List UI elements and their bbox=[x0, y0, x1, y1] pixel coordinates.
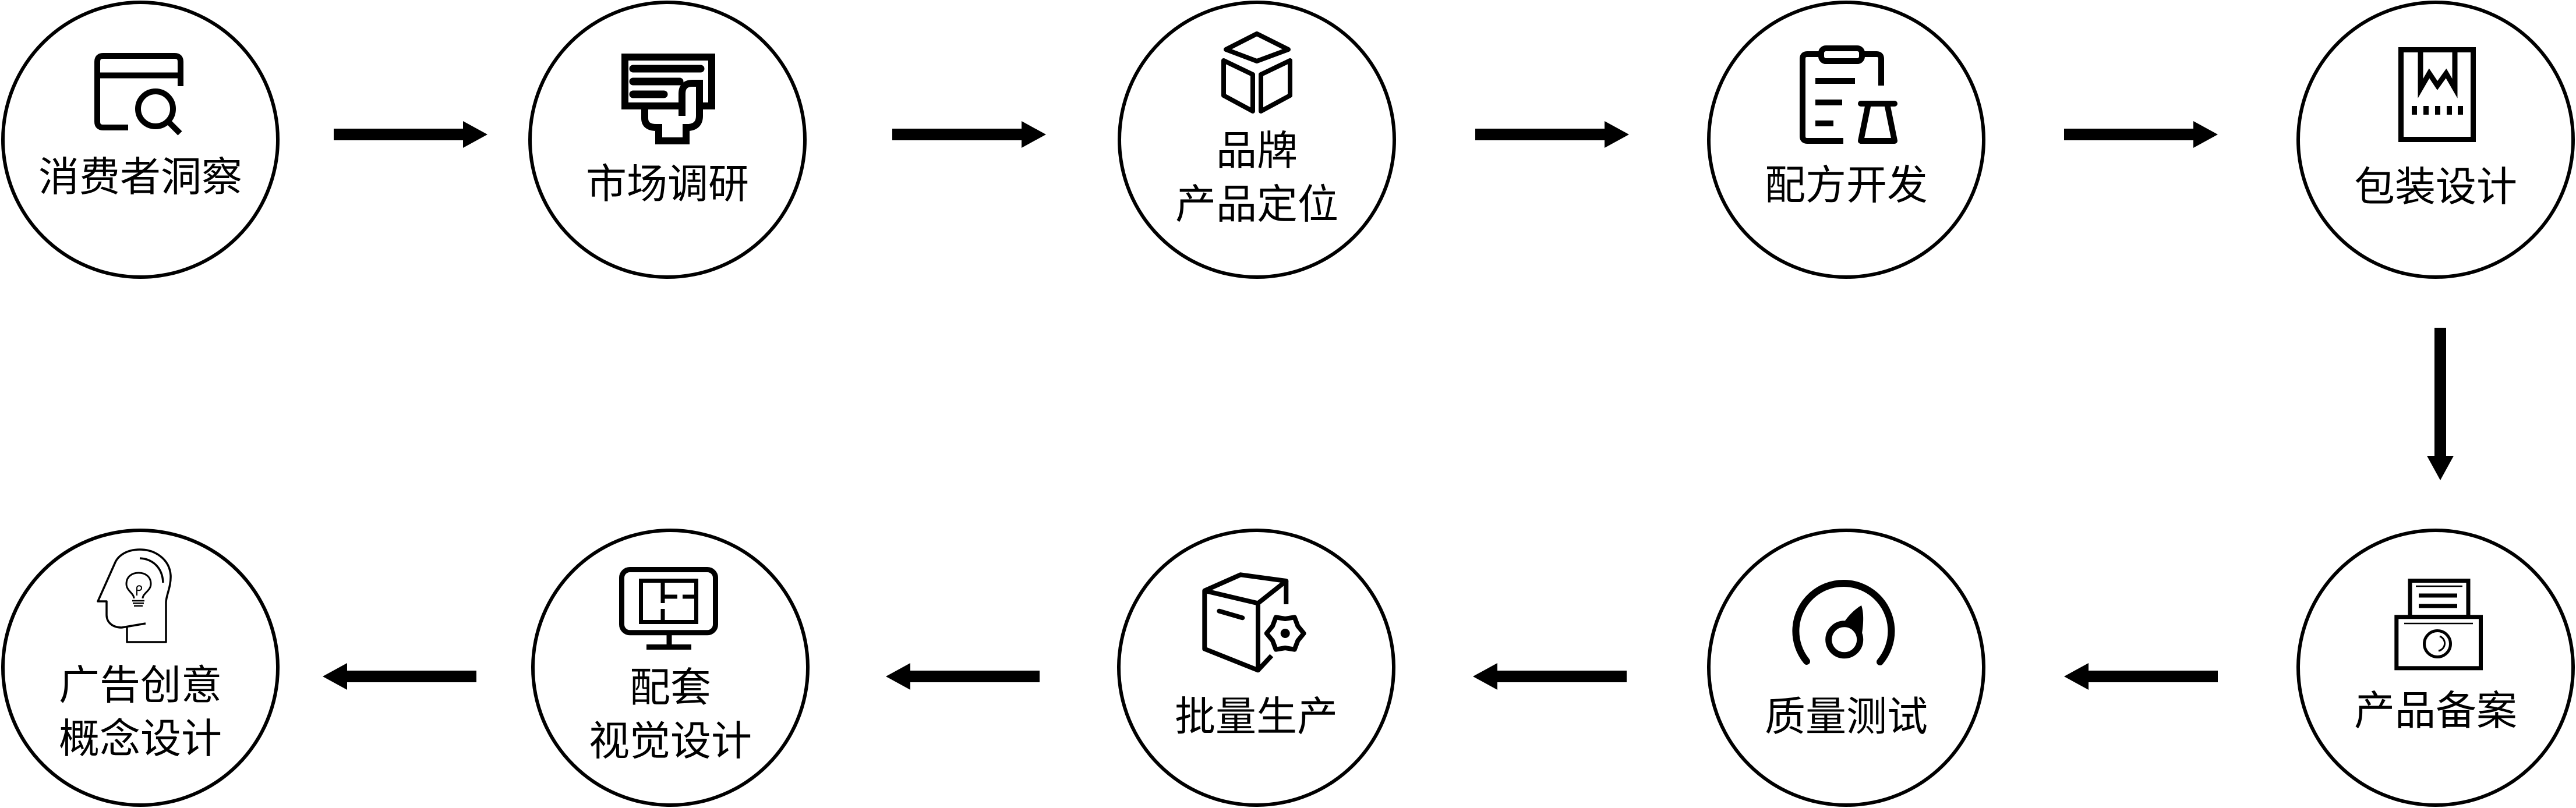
step-label: 包装设计 bbox=[2296, 160, 2575, 214]
step-label-line: 配方开发 bbox=[1765, 161, 1928, 209]
step-label-line: 消费者洞察 bbox=[38, 153, 242, 201]
step-brand-positioning: 品牌 产品定位 bbox=[1118, 1, 1396, 279]
filing-printer-icon bbox=[2394, 579, 2483, 671]
step-label: 配套 视觉设计 bbox=[531, 661, 810, 768]
arrow-left-icon bbox=[1473, 663, 1627, 690]
arrow-down-icon bbox=[2427, 328, 2454, 480]
step-label-line: 质量测试 bbox=[1765, 693, 1928, 740]
step-ad-creative-concept: 广告创意 概念设计 bbox=[1, 529, 280, 807]
step-consumer-insight: 消费者洞察 bbox=[1, 1, 280, 279]
step-label-line: 视觉设计 bbox=[589, 717, 752, 765]
package-box-icon bbox=[2398, 47, 2476, 142]
step-quality-testing: 质量测试 bbox=[1707, 529, 1985, 807]
step-label-line: 包装设计 bbox=[2354, 163, 2517, 211]
cube-icon bbox=[1221, 31, 1292, 114]
step-market-research: 市场调研 bbox=[528, 1, 807, 279]
arrow-right-icon bbox=[892, 121, 1046, 148]
step-label: 质量测试 bbox=[1707, 690, 1985, 743]
arrow-right-icon bbox=[1475, 121, 1629, 148]
step-label: 批量生产 bbox=[1117, 690, 1395, 743]
gauge-icon bbox=[1792, 580, 1895, 665]
step-label-line: 批量生产 bbox=[1175, 693, 1338, 740]
step-packaging-design: 包装设计 bbox=[2296, 1, 2575, 279]
clipboard-flask-icon bbox=[1800, 45, 1897, 144]
arrow-left-icon bbox=[886, 663, 1040, 690]
arrow-left-icon bbox=[323, 663, 476, 690]
step-label-line: 产品定位 bbox=[1175, 180, 1338, 228]
step-label-line: 广告创意 bbox=[59, 661, 222, 709]
step-label: 市场调研 bbox=[528, 157, 807, 211]
step-formula-development: 配方开发 bbox=[1707, 1, 1985, 279]
step-label-line: 市场调研 bbox=[586, 160, 749, 208]
step-label: 产品备案 bbox=[2296, 684, 2575, 738]
head-lightbulb-icon bbox=[97, 548, 172, 643]
monitor-layout-icon bbox=[619, 567, 718, 650]
step-label-line: 概念设计 bbox=[59, 715, 222, 763]
step-label-line: 品牌 bbox=[1216, 127, 1298, 175]
step-visual-design: 配套 视觉设计 bbox=[531, 529, 810, 807]
step-label: 品牌 产品定位 bbox=[1118, 124, 1396, 231]
step-mass-production: 批量生产 bbox=[1117, 529, 1395, 807]
arrow-right-icon bbox=[334, 121, 487, 148]
box-gear-icon bbox=[1202, 572, 1306, 673]
arrow-right-icon bbox=[2064, 121, 2218, 148]
browser-search-icon bbox=[94, 53, 183, 136]
arrow-left-icon bbox=[2064, 663, 2218, 690]
step-label-line: 产品备案 bbox=[2354, 687, 2517, 735]
step-label: 广告创意 概念设计 bbox=[1, 658, 280, 766]
step-label-line: 配套 bbox=[630, 664, 711, 711]
step-product-filing: 产品备案 bbox=[2296, 529, 2575, 807]
step-label: 消费者洞察 bbox=[1, 150, 280, 204]
step-label: 配方开发 bbox=[1707, 158, 1985, 212]
hand-holding-survey-card-icon bbox=[621, 54, 715, 144]
